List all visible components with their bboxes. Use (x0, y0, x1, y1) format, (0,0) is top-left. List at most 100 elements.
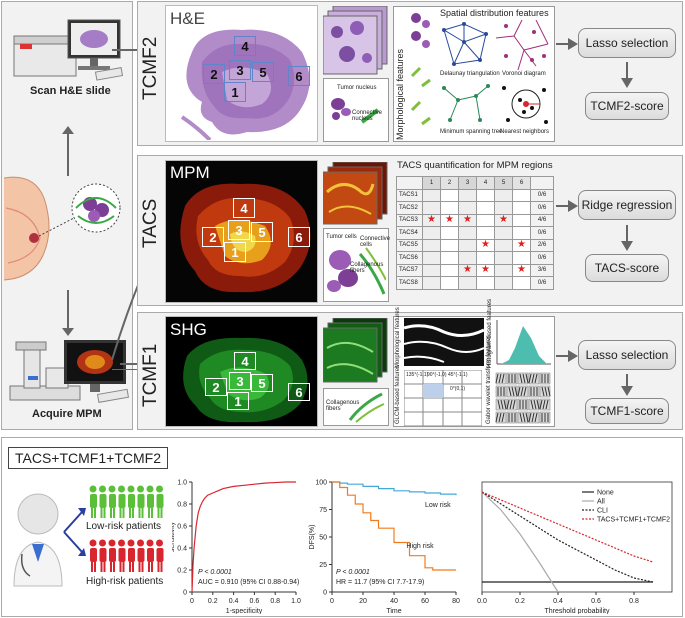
person-body-icon (137, 494, 145, 508)
person-body-icon (90, 548, 97, 562)
star-icon: ★ (517, 264, 526, 276)
tacs-cell (458, 238, 477, 252)
person-leg-icon (148, 562, 150, 572)
x-tick-label: 40 (390, 598, 398, 605)
tacs-cell (440, 276, 459, 290)
scan-label: Scan H&E slide (30, 85, 111, 97)
person-head-icon (118, 539, 125, 547)
tacs-cell (512, 251, 531, 265)
person-leg-icon (157, 562, 160, 572)
person-body-icon (109, 548, 116, 562)
y-tick-label: 1.0 (177, 480, 187, 487)
he-region-5: 5 (252, 62, 274, 82)
x-tick-label: 0.2 (208, 598, 218, 605)
tacs-row-name: TACS8 (396, 276, 423, 290)
person-body-icon (109, 494, 116, 508)
tacs-cell (494, 188, 513, 202)
mpm-region-5: 5 (251, 222, 273, 242)
tacs-row-name: TACS6 (396, 251, 423, 265)
tacs-col-header: 5 (494, 176, 513, 190)
gabor-stripe (541, 386, 545, 397)
tacs-cell (458, 226, 477, 240)
high-risk-label: High-risk patients (86, 576, 164, 587)
morph-shapes (410, 13, 431, 126)
tacs-cell (440, 188, 459, 202)
gabor-label: Gabor wavelet transform features (486, 334, 492, 424)
gabor-tile (517, 372, 529, 385)
tacs-table-title: TACS quantification for MPM regions (397, 160, 553, 171)
person-leg-icon (148, 508, 150, 518)
mpm-label: MPM (170, 163, 210, 182)
x-tick-label: 0.8 (270, 598, 280, 605)
collagen-label: Collagenous fibers (326, 400, 360, 412)
person-head-icon (156, 539, 163, 547)
person-body-icon (137, 548, 145, 562)
person-leg-icon (113, 508, 115, 518)
arrow-down-icon (621, 374, 633, 396)
tacs-row-name: TACS5 (396, 238, 423, 252)
person-leg-icon (119, 562, 122, 572)
morph-features-label: Morphological features (395, 48, 405, 140)
person-leg-icon (110, 508, 112, 518)
tacs-row-count: 0/6 (530, 276, 554, 290)
gabor-stripe (511, 386, 515, 397)
tacs-cell (512, 226, 531, 240)
person-leg-icon (103, 508, 106, 518)
dca-series-line (481, 491, 559, 593)
y-tick-label: 0.8 (177, 502, 187, 509)
gabor-stripe (539, 399, 543, 410)
gabor-tile (495, 411, 507, 424)
he-region-4: 4 (234, 36, 256, 56)
tacs-col-header: 2 (440, 176, 459, 190)
tacs-col-header: 1 (422, 176, 441, 190)
gabor-stripe (542, 399, 546, 410)
tacs-row-count: 0/6 (530, 226, 554, 240)
y-tick-label: 25 (319, 562, 327, 569)
gabor-stripe (501, 373, 505, 384)
tacs-cell (476, 201, 495, 215)
tacs-row-name: TACS2 (396, 201, 423, 215)
person-leg-icon (141, 562, 144, 572)
person-body-icon (156, 494, 164, 508)
person-leg-icon (94, 562, 96, 572)
person-head-icon (99, 539, 106, 547)
gabor-stripe (528, 412, 532, 423)
tacs-row: TACS5★★2/6 (396, 238, 554, 252)
tacs-cell (422, 263, 441, 277)
shg-region-4: 4 (234, 352, 256, 370)
person-leg-icon (119, 508, 122, 518)
star-icon: ★ (499, 214, 508, 226)
tacs-row-count: 0/6 (530, 251, 554, 265)
tacs-row-count: 0/6 (530, 201, 554, 215)
gabor-stripe (530, 399, 534, 410)
legend-label: TACS+TCMF1+TCMF2 (597, 517, 670, 524)
doctor-illustration (13, 493, 63, 587)
glcm-offset-2: 90°(-1,0) (427, 372, 447, 378)
person-leg-icon (122, 562, 125, 572)
tacs-row-name: TACS3 (396, 213, 423, 227)
km-series-line (332, 481, 457, 496)
tacs-cell (422, 251, 441, 265)
tacs-cell (476, 226, 495, 240)
arrow-down-icon (62, 290, 74, 336)
plot-frame (481, 481, 673, 593)
shg-region-3: 3 (229, 372, 251, 390)
binary-fiber-image (404, 318, 484, 366)
connective-cells-label: Connective cells (360, 236, 391, 248)
tacs-cell (440, 201, 459, 215)
nearest-graph (502, 86, 548, 124)
person-leg-icon (138, 508, 141, 518)
tacs-cell (476, 251, 495, 265)
tacs-cell (422, 188, 441, 202)
tacs-cell (494, 238, 513, 252)
person-leg-icon (100, 562, 103, 572)
tcmf2-method-box: Lasso selection (578, 28, 676, 58)
gabor-stripe (495, 373, 499, 384)
gabor-stripe (520, 386, 524, 397)
tacs-row: TACS3★★★★4/6 (396, 213, 554, 227)
gabor-stripe (522, 373, 526, 384)
tacs-row-count: 4/6 (530, 213, 554, 227)
shg-region-6: 6 (288, 383, 310, 401)
